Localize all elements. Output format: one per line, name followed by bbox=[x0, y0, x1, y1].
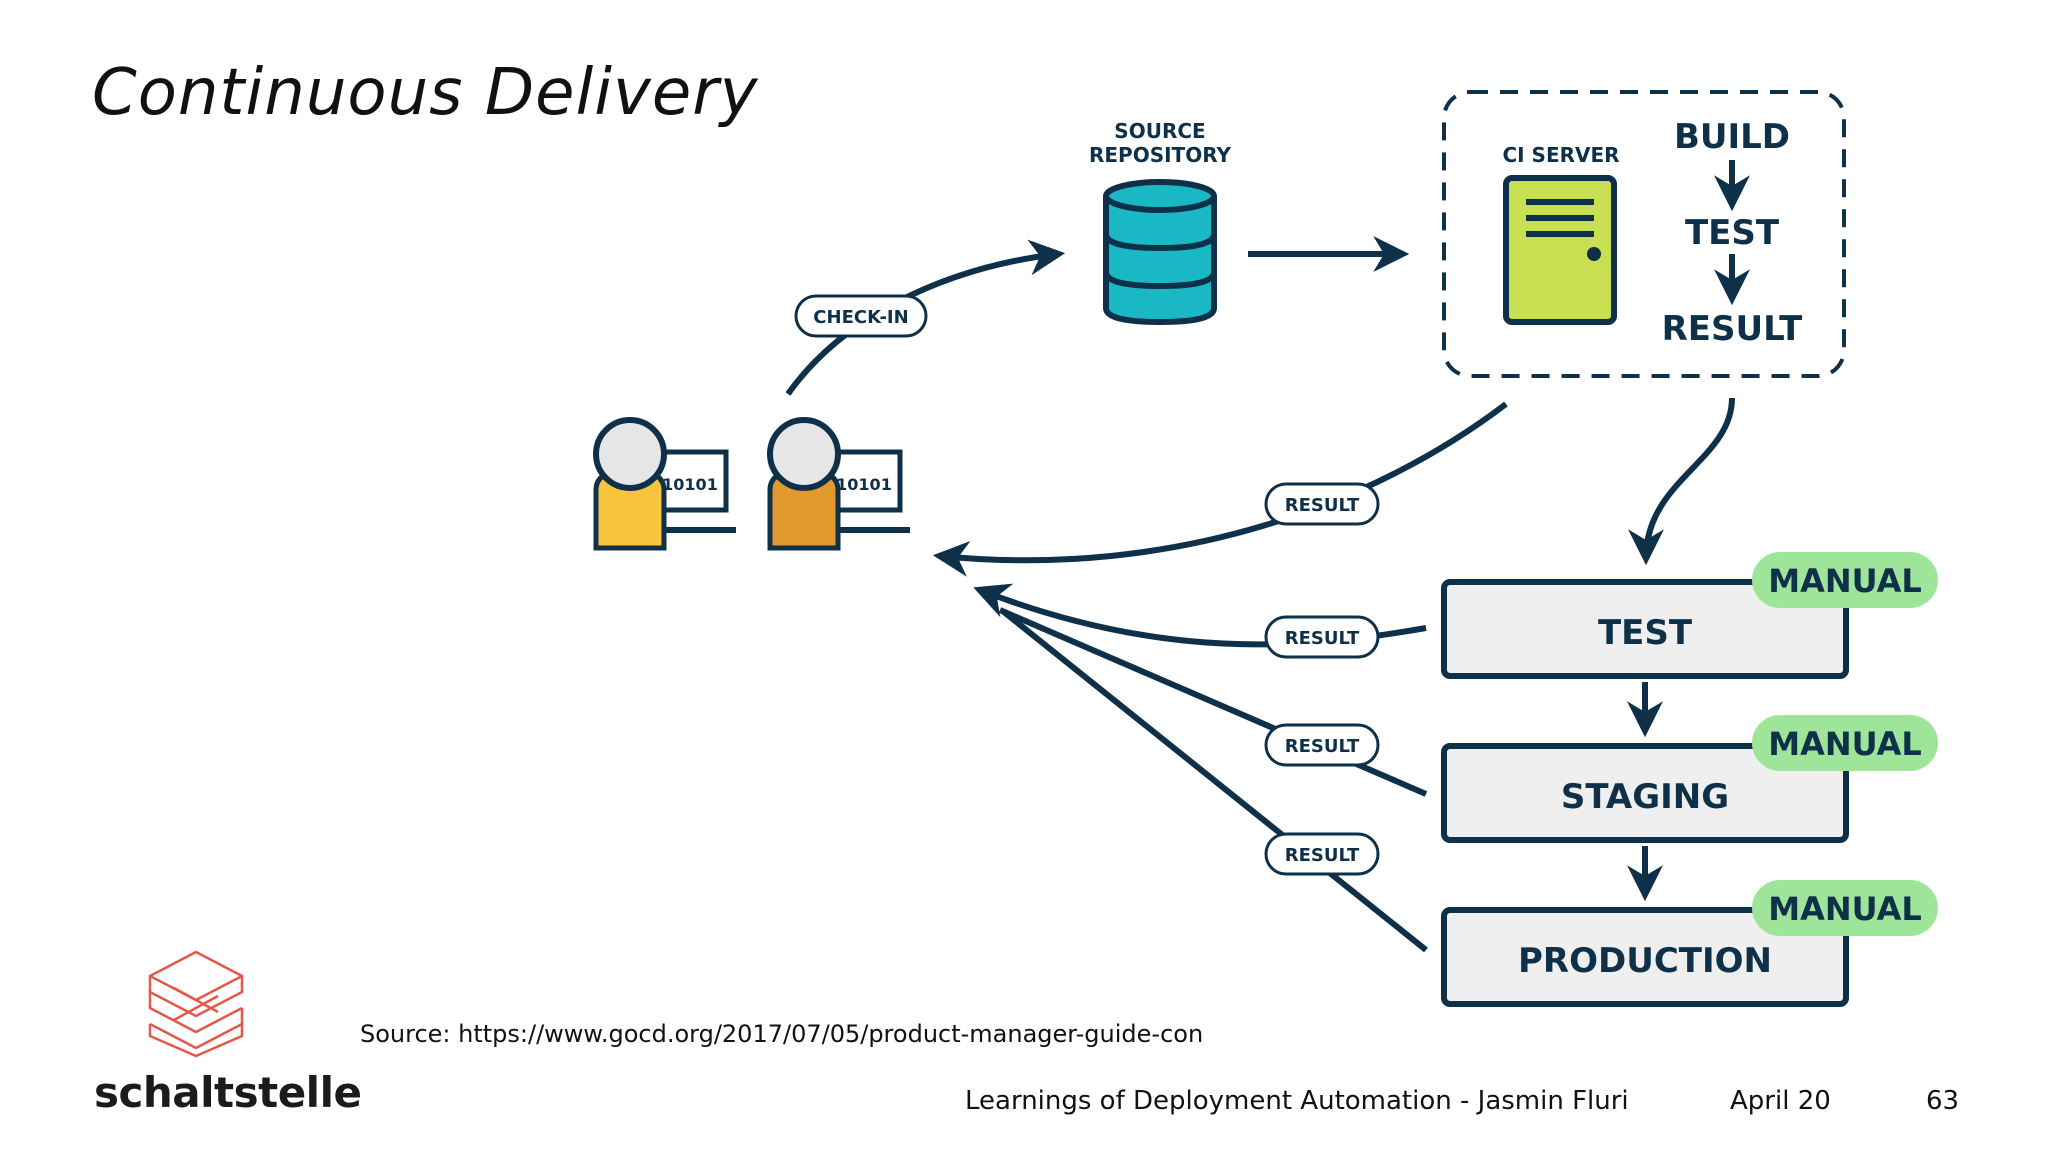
dev-screen-text-2: 10101 bbox=[836, 475, 892, 494]
ci-result-label: RESULT bbox=[1662, 309, 1804, 349]
stage-production: PRODUCTION MANUAL bbox=[1441, 880, 1938, 1007]
result-label-production: RESULT bbox=[1285, 845, 1360, 866]
source-citation: Source: https://www.gocd.org/2017/07/05/… bbox=[360, 1020, 1204, 1048]
checkin-label: CHECK-IN bbox=[813, 307, 908, 328]
server-icon bbox=[1503, 175, 1617, 325]
result-label-test: RESULT bbox=[1285, 628, 1360, 649]
result-label-ci: RESULT bbox=[1285, 495, 1360, 516]
source-repo-label-1: SOURCE bbox=[1114, 119, 1205, 143]
result-pill-test: RESULT bbox=[1264, 615, 1380, 659]
stage-staging: STAGING MANUAL bbox=[1441, 715, 1938, 843]
page-number: 63 bbox=[1926, 1086, 1960, 1116]
result-pill-ci: RESULT bbox=[1264, 482, 1380, 526]
stage-staging-label: STAGING bbox=[1561, 777, 1729, 817]
result-label-staging: RESULT bbox=[1285, 736, 1360, 757]
manual-badge-staging bbox=[1752, 715, 1938, 771]
footer-title: Learnings of Deployment Automation - Jas… bbox=[965, 1086, 1629, 1116]
ci-server-label: CI SERVER bbox=[1502, 143, 1619, 167]
dev-screen-text-1: 10101 bbox=[662, 475, 718, 494]
ci-to-pipeline-arrow bbox=[1628, 397, 1735, 566]
ci-result-arc bbox=[932, 401, 1508, 577]
schaltstelle-logo-icon bbox=[148, 950, 244, 1058]
developer-2: 10101 bbox=[767, 417, 910, 551]
ci-build-label: BUILD bbox=[1674, 117, 1790, 157]
result-pill-staging: RESULT bbox=[1264, 723, 1380, 767]
result-pill-production: RESULT bbox=[1264, 832, 1380, 876]
manual-badge-test-label: MANUAL bbox=[1768, 562, 1922, 600]
footer-date: April 20 bbox=[1730, 1086, 1831, 1116]
stage-test-label: TEST bbox=[1598, 613, 1693, 653]
manual-badge-test bbox=[1752, 552, 1938, 608]
developer-1: 10101 bbox=[593, 417, 736, 551]
ci-test-label: TEST bbox=[1685, 213, 1780, 253]
production-result-line bbox=[1002, 609, 1428, 953]
manual-badge-staging-label: MANUAL bbox=[1768, 725, 1922, 763]
manual-badge-production-label: MANUAL bbox=[1768, 890, 1922, 928]
stage-test: TEST MANUAL bbox=[1441, 552, 1938, 679]
manual-badge-production bbox=[1752, 880, 1938, 936]
slide-title: Continuous Delivery bbox=[92, 56, 759, 130]
checkin-pill: CHECK-IN bbox=[794, 294, 928, 338]
database-icon bbox=[1103, 179, 1217, 326]
brand-name: schaltstelle bbox=[94, 1068, 362, 1117]
stage-production-label: PRODUCTION bbox=[1518, 941, 1772, 981]
source-repo-label-2: REPOSITORY bbox=[1089, 143, 1232, 167]
source-repository: SOURCE REPOSITORY bbox=[1089, 119, 1232, 326]
